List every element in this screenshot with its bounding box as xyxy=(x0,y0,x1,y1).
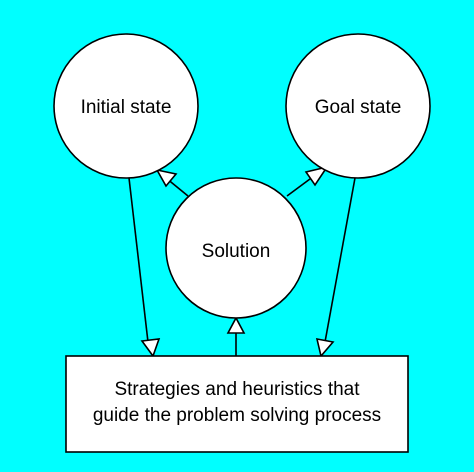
arrowhead-to-initial-state xyxy=(155,168,178,188)
node-initial-state: Initial state xyxy=(53,33,199,179)
arrowhead-to-solution xyxy=(226,316,246,334)
arrowhead-into-strategies-right xyxy=(315,337,335,358)
strategies-label-line2: guide the problem solving process xyxy=(93,405,381,426)
strategies-label-line1: Strategies and heuristics that xyxy=(114,379,360,400)
solution-circle xyxy=(165,177,307,319)
node-solution: Solution xyxy=(165,177,307,319)
arrowheads xyxy=(140,165,335,358)
edge-goal-state-to-strategies xyxy=(324,177,356,343)
goal-state-circle xyxy=(285,33,431,179)
edge-solution-to-goal-state xyxy=(286,175,315,197)
initial-state-circle xyxy=(53,33,199,179)
edge-initial-state-to-strategies xyxy=(128,177,149,343)
connectors xyxy=(128,175,356,356)
initial-state-label: Initial state xyxy=(81,97,172,118)
node-goal-state: Goal state xyxy=(285,33,431,179)
goal-state-label: Goal state xyxy=(315,97,402,118)
arrowhead-into-strategies-left xyxy=(140,338,161,358)
solution-label: Solution xyxy=(202,241,271,262)
node-strategies: Strategies and heuristics that guide the… xyxy=(65,355,409,453)
arrowhead-to-goal-state xyxy=(304,165,329,187)
strategies-box xyxy=(65,355,409,453)
